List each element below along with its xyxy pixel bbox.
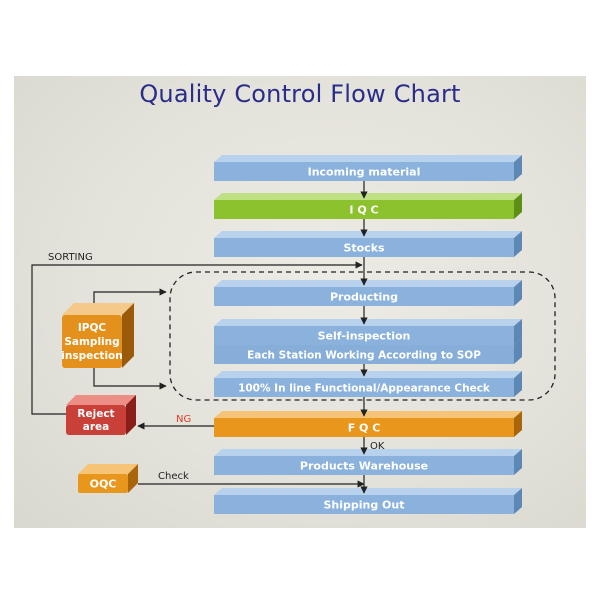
stage-inline-check: 100% In line Functional/Appearance Check bbox=[214, 371, 522, 397]
stage-warehouse: Products Warehouse bbox=[214, 449, 522, 475]
reject-line-2: area bbox=[83, 421, 109, 433]
stage-producting-label: Producting bbox=[330, 291, 398, 304]
stage-fqc: F Q C bbox=[214, 411, 522, 437]
oqc-label: OQC bbox=[90, 478, 117, 491]
oqc-box: OQC bbox=[78, 464, 138, 493]
stage-iqc-label: I Q C bbox=[349, 204, 378, 217]
ipqc-to-producting bbox=[93, 288, 167, 303]
stage-shipping-label: Shipping Out bbox=[323, 499, 404, 512]
stage-shipping: Shipping Out bbox=[214, 488, 522, 514]
stage-self-inspection-label: Self-inspection bbox=[318, 330, 411, 343]
stage-stocks-label: Stocks bbox=[343, 242, 385, 255]
stage-incoming-label: Incoming material bbox=[308, 166, 421, 179]
ipqc-line-3: inspection bbox=[61, 350, 123, 362]
ok-label: OK bbox=[370, 441, 385, 452]
stage-incoming: Incoming material bbox=[214, 155, 522, 181]
sorting-loop bbox=[31, 261, 363, 415]
stage-fqc-label: F Q C bbox=[348, 422, 381, 435]
production-frame bbox=[169, 271, 556, 401]
ipqc-to-inline bbox=[93, 368, 167, 390]
ipqc-box: IPQC Sampling inspection bbox=[61, 303, 134, 368]
stage-inline-check-label: 100% In line Functional/Appearance Check bbox=[238, 383, 491, 395]
reject-line-1: Reject bbox=[77, 408, 114, 420]
stage-station: Each Station Working According to SOP bbox=[214, 338, 522, 364]
stage-iqc: I Q C bbox=[214, 193, 522, 219]
stage-producting: Producting bbox=[214, 280, 522, 306]
stage-stocks: Stocks bbox=[214, 231, 522, 257]
ipqc-line-2: Sampling bbox=[64, 336, 119, 348]
sorting-label: SORTING bbox=[48, 252, 93, 263]
stage-warehouse-label: Products Warehouse bbox=[300, 460, 428, 473]
check-label: Check bbox=[158, 471, 189, 482]
diagram-title: Quality Control Flow Chart bbox=[139, 80, 461, 108]
connectors bbox=[31, 261, 365, 488]
stage-station-label: Each Station Working According to SOP bbox=[247, 350, 481, 362]
reject-box: Reject area bbox=[66, 395, 136, 435]
stage-self-inspection: Self-inspection bbox=[214, 319, 522, 345]
ipqc-line-1: IPQC bbox=[78, 322, 107, 334]
ng-label: NG bbox=[176, 414, 191, 425]
